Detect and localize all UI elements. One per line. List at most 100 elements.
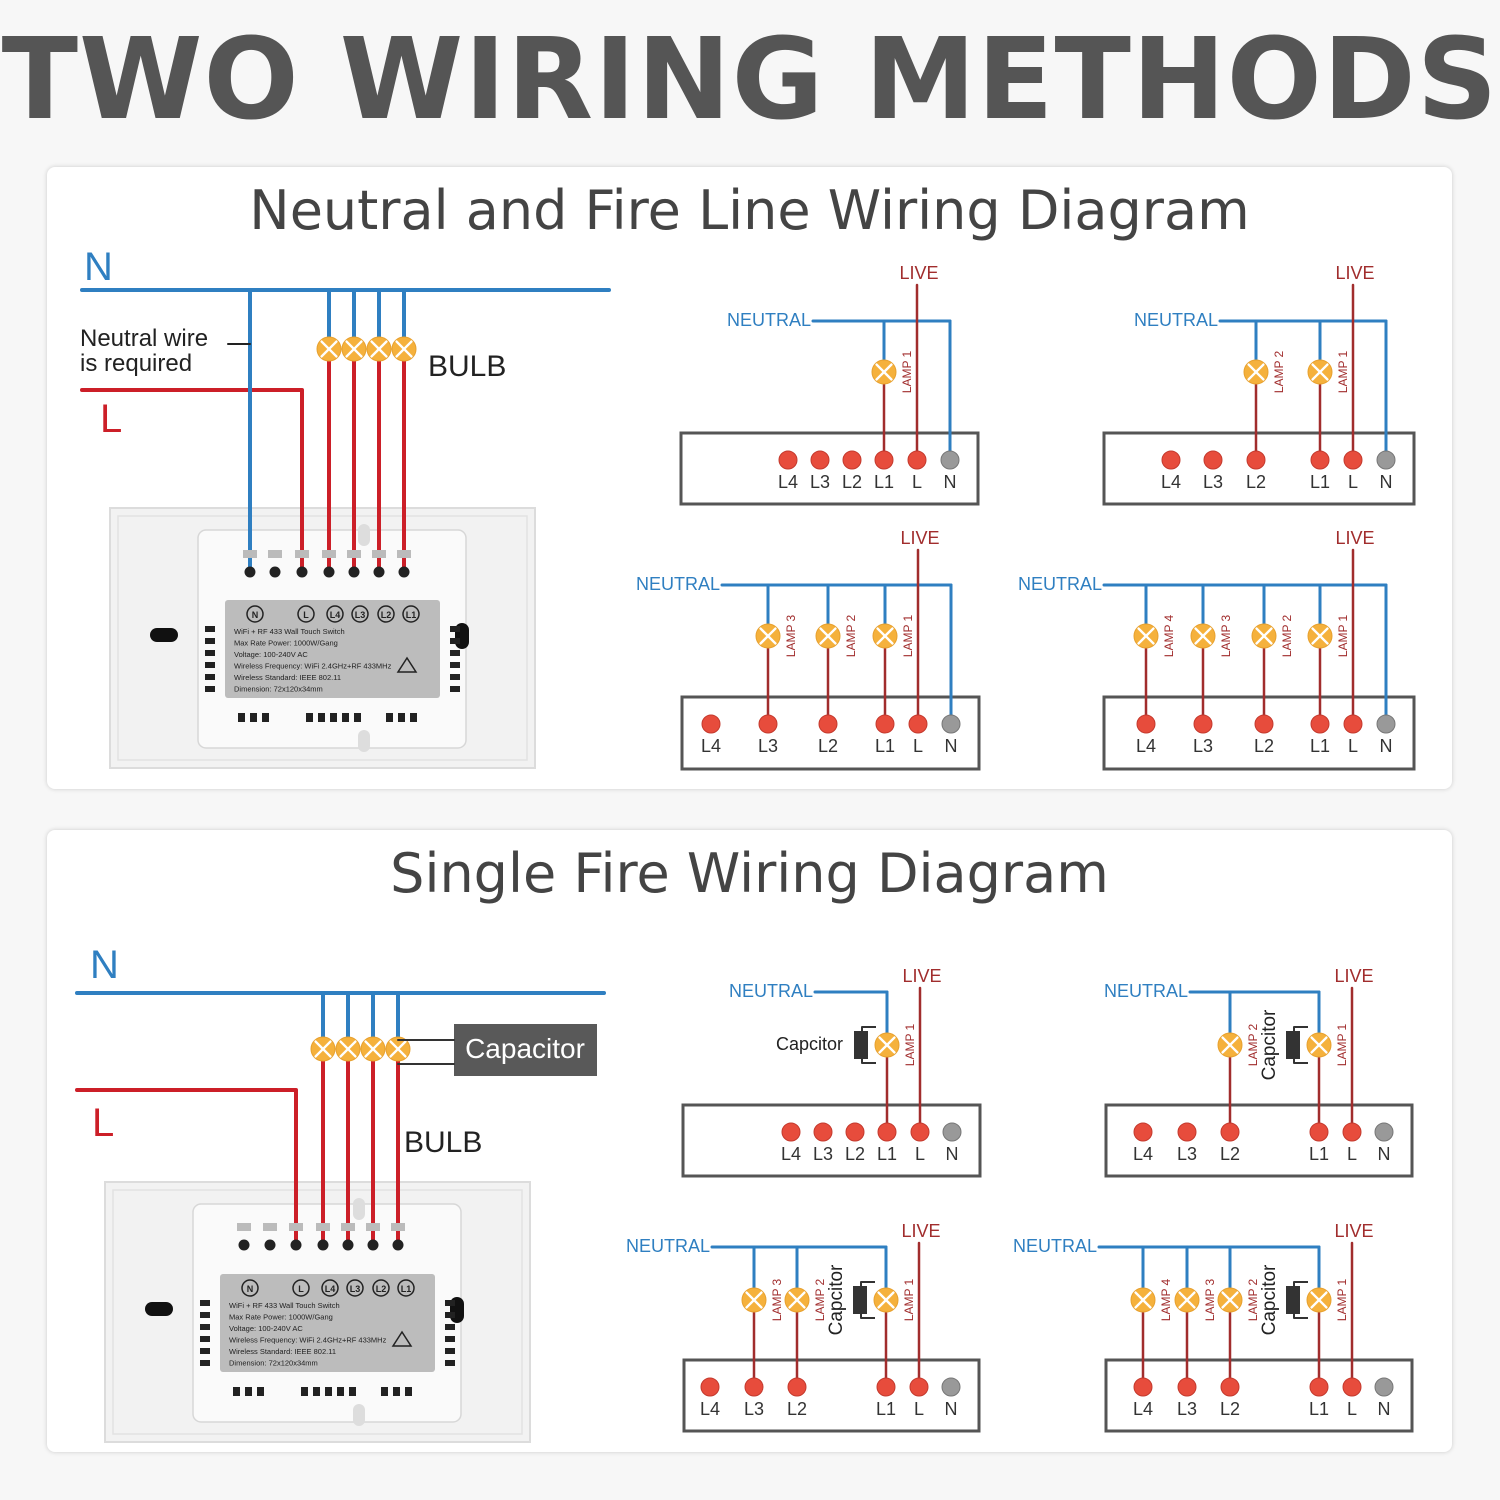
mount-slot [353, 1404, 365, 1426]
mount-slot [358, 730, 370, 752]
terminal-mark-label: L3 [355, 610, 366, 620]
vent-slot [445, 1312, 455, 1318]
lamp-label: LAMP 1 [1336, 350, 1350, 393]
vent-slot [233, 1387, 240, 1396]
spec-label-bg [225, 600, 440, 698]
lamp-icon [1217, 1287, 1243, 1313]
vent-slot [445, 1300, 455, 1306]
terminal-screw [268, 550, 282, 558]
terminal-mark [326, 605, 344, 623]
terminal-label: L [1348, 736, 1358, 756]
terminal-dot [818, 714, 838, 734]
lamp-label: LAMP 3 [770, 1278, 784, 1321]
terminal-dot [1343, 450, 1363, 470]
terminal-mark [241, 1279, 259, 1297]
capacitor-label: Capacitor [465, 1033, 585, 1064]
lamp-label: LAMP 3 [1219, 614, 1233, 657]
lamp-icon [1307, 359, 1333, 385]
lamp-label: LAMP 3 [784, 614, 798, 657]
lamp-label: LAMP 2 [1246, 1278, 1260, 1321]
vent-slot [200, 1336, 210, 1342]
vent-slot [450, 662, 460, 668]
terminal-mark-label: L2 [381, 610, 392, 620]
terminal-mark-label: N [247, 1284, 254, 1294]
terminal-box [682, 1358, 981, 1433]
vent-slot [318, 713, 325, 722]
vent-slot [200, 1300, 210, 1306]
bulb-label: BULB [404, 1126, 482, 1159]
lamp-cross [877, 1291, 895, 1309]
lamp-icon [335, 1036, 361, 1062]
lamp-label: LAMP 1 [1336, 614, 1350, 657]
lamp-cross [878, 1036, 896, 1054]
terminal-label: L3 [810, 472, 830, 492]
terminal-dot [940, 450, 960, 470]
lamp-cross [875, 363, 893, 381]
terminal-label: L3 [813, 1144, 833, 1164]
lamp-icon [872, 623, 898, 649]
terminal-hole [323, 566, 335, 578]
vent-slot [405, 1387, 412, 1396]
terminal-dot [909, 1377, 929, 1397]
lamp-icon [873, 1287, 899, 1313]
terminal-label: L3 [1193, 736, 1213, 756]
panel-title: Neutral and Fire Line Wiring Diagram [249, 179, 1250, 242]
lamp-cross [364, 1040, 382, 1058]
neutral-label: N [90, 943, 119, 987]
terminal-dot [875, 714, 895, 734]
terminal-hole [264, 1239, 276, 1251]
terminal-dot [1133, 1122, 1153, 1142]
terminal-label: L2 [1254, 736, 1274, 756]
live-text: LIVE [1335, 263, 1374, 283]
faceplate-inner-border [117, 515, 528, 761]
vent-slot [205, 638, 215, 644]
terminal-hole [367, 1239, 379, 1251]
terminal-label: N [945, 736, 958, 756]
capacitor-icon [854, 1026, 876, 1064]
lamp-cross [320, 340, 338, 358]
vent-slot [337, 1387, 344, 1396]
terminal-mark-label: L3 [350, 1284, 361, 1294]
lamp-cross [819, 627, 837, 645]
lamp-icon [1217, 1032, 1243, 1058]
lamp-icon [1133, 623, 1159, 649]
terminal-dot [1177, 1377, 1197, 1397]
vent-slot [410, 713, 417, 722]
terminal-mark [372, 1279, 390, 1297]
lamp-label: LAMP 2 [813, 1278, 827, 1321]
terminal-mark-label: L2 [376, 1284, 387, 1294]
terminal-dot [1342, 1122, 1362, 1142]
lamp-cross [759, 627, 777, 645]
terminal-screw [347, 550, 361, 558]
lamp-icon [1307, 623, 1333, 649]
lamp-icon [310, 1036, 336, 1062]
terminal-hole [238, 1239, 250, 1251]
lamp-icon [874, 1032, 900, 1058]
terminal-box [1102, 695, 1416, 771]
faceplate-inner-border [112, 1189, 523, 1435]
terminal-dot [941, 714, 961, 734]
lamp-cross [788, 1291, 806, 1309]
capacitor-text: Capcitor [776, 1034, 843, 1054]
terminal-hole [317, 1239, 329, 1251]
terminal-box [1104, 1103, 1414, 1178]
terminal-label: L2 [845, 1144, 865, 1164]
mount-slot [145, 1302, 173, 1316]
neutral-text: NEUTRAL [729, 981, 813, 1001]
spec-line: Voltage: 100-240V AC [229, 1324, 303, 1333]
terminal-label: N [945, 1399, 958, 1419]
terminal-mark-label: L [303, 610, 309, 620]
vent-slot [200, 1360, 210, 1366]
lamp-label: LAMP 2 [1280, 614, 1294, 657]
terminal-dot [701, 714, 721, 734]
terminal-mark [297, 605, 315, 623]
lamp-icon [360, 1036, 386, 1062]
terminal-label: N [946, 1144, 959, 1164]
vent-slot [257, 1387, 264, 1396]
terminal-dot [700, 1377, 720, 1397]
vent-slot [393, 1387, 400, 1396]
